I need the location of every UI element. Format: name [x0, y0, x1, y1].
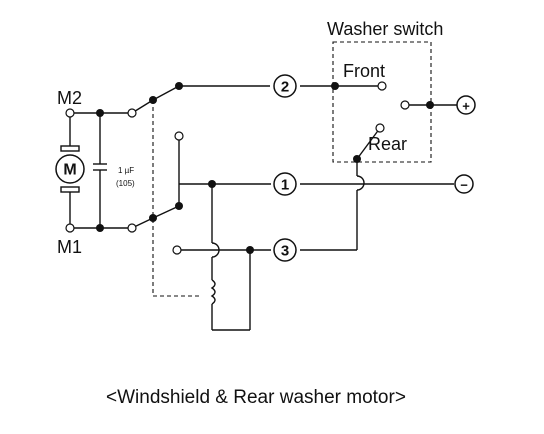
m2-terminal — [65, 108, 75, 118]
m2-label: M2 — [57, 88, 82, 108]
m1-label: M1 — [57, 237, 82, 257]
capacitor — [93, 113, 107, 228]
terminal-3: 3 — [273, 238, 297, 262]
washer-switch-label: Washer switch — [327, 19, 443, 39]
capacitor-code: (105) — [116, 179, 135, 188]
motor-label: M — [63, 162, 76, 179]
svg-text:+: + — [462, 99, 470, 114]
svg-text:1: 1 — [281, 177, 289, 194]
washer-coil — [210, 279, 216, 305]
svg-text:3: 3 — [281, 243, 289, 260]
motor-symbol: M — [55, 113, 85, 228]
m1-terminal — [65, 223, 75, 233]
front-label: Front — [343, 61, 385, 81]
diagram-caption: <Windshield & Rear washer motor> — [106, 387, 406, 408]
terminal-2: 2 — [273, 74, 297, 98]
capacitor-value: 1 µF — [118, 166, 134, 175]
relay-link — [152, 100, 200, 297]
minus-terminal: − — [454, 174, 474, 194]
svg-text:−: − — [460, 178, 468, 193]
svg-text:2: 2 — [281, 79, 289, 96]
plus-terminal: + — [456, 95, 476, 115]
rear-label: Rear — [368, 134, 407, 154]
terminal-1: 1 — [273, 172, 297, 196]
